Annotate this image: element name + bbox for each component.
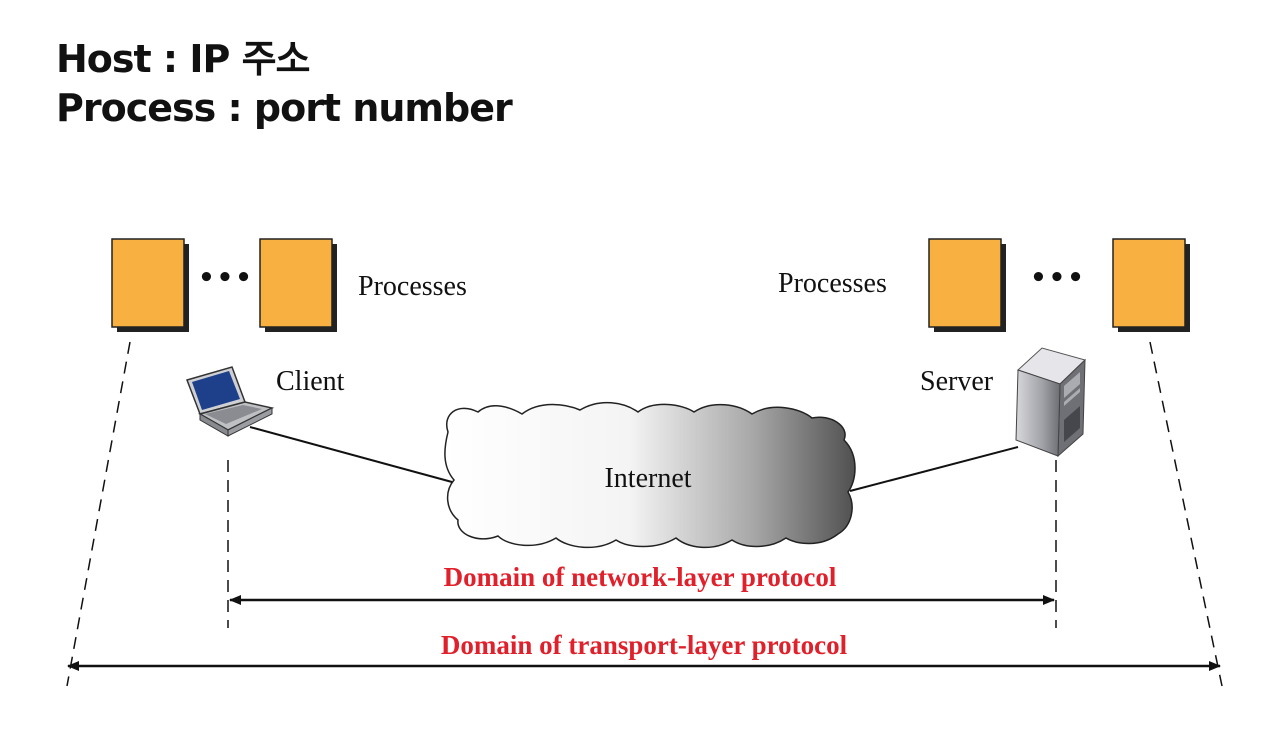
cloud-icon — [444, 401, 856, 549]
processes-label-server: Processes — [778, 268, 887, 299]
ellipsis-server: ••• — [1030, 263, 1086, 293]
processes-label-client: Processes — [358, 271, 467, 302]
process-box-client-2 — [259, 238, 337, 332]
client-label: Client — [276, 366, 345, 397]
server-label: Server — [920, 366, 994, 397]
transport-guide-right — [1149, 341, 1223, 687]
heading-host: Host : IP 주소 — [56, 37, 310, 81]
process-box-client-1 — [111, 238, 189, 332]
server-tower-icon — [1015, 347, 1086, 458]
laptop-icon — [186, 366, 275, 437]
network-domain-label: Domain of network-layer protocol — [444, 562, 837, 592]
process-box-server-2 — [1112, 238, 1190, 332]
server-link — [849, 446, 1019, 492]
transport-guide-left — [66, 341, 131, 687]
process-box-server-1 — [928, 238, 1006, 332]
client-link — [249, 426, 453, 483]
transport-domain-label: Domain of transport-layer protocol — [441, 630, 848, 660]
ellipsis-client: ••• — [198, 263, 254, 293]
heading-process: Process : port number — [56, 86, 513, 130]
internet-label: Internet — [604, 463, 691, 494]
